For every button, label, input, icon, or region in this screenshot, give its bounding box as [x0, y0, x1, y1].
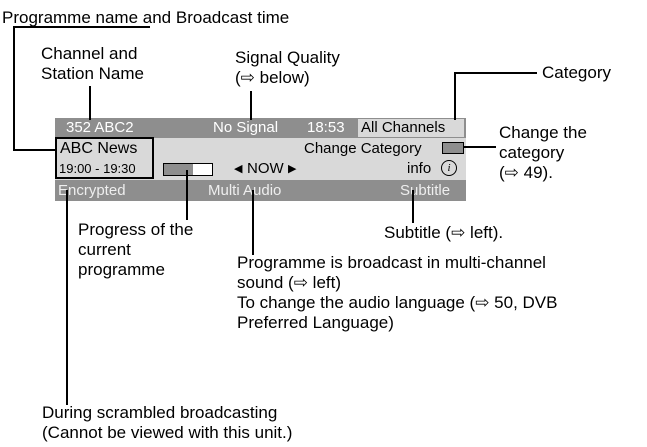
osd-programme-box: [55, 137, 154, 179]
osd-multi-audio: Multi Audio: [208, 182, 282, 199]
osd-programme-time: 19:00 - 19:30: [59, 161, 136, 176]
annotation-subtitle: Subtitle (⇨ left).: [384, 223, 504, 242]
annotation-change-category-line3: (⇨ 49).: [499, 163, 553, 182]
osd-category-box: [358, 119, 464, 137]
annotation-multi-audio-line3: To change the audio language (⇨ 50, DVB: [237, 293, 558, 312]
osd-info: info: [407, 160, 432, 177]
annotation-signal-quality-line2: (⇨ below): [235, 68, 310, 87]
osd-now: NOW: [247, 160, 284, 177]
annotation-multi-audio-line2: sound (⇨ left): [237, 273, 342, 292]
annotation-progress: Progress of the current programme: [78, 220, 193, 280]
annotation-signal-quality: Signal Quality (⇨ below): [235, 48, 340, 88]
osd-info-panel: [55, 138, 466, 180]
osd-encrypted: Encrypted: [58, 182, 126, 199]
annotation-change-category: Change the category (⇨ 49).: [499, 123, 587, 183]
leader-programme: [13, 26, 150, 151]
osd-channel: 352 ABC2: [66, 119, 134, 136]
osd-programme-name: ABC News: [60, 140, 138, 157]
osd-bottom-bar: [55, 180, 466, 201]
annotation-programme-name-time: Programme name and Broadcast time: [2, 8, 290, 27]
annotation-multi-audio: Programme is broadcast in multi-channel …: [237, 253, 557, 333]
osd-signal: No Signal: [213, 119, 279, 136]
osd-change-category: Change Category: [304, 140, 422, 157]
osd-category: All Channels: [361, 119, 446, 136]
info-icon: i: [441, 160, 457, 176]
annotation-multi-audio-line1: Programme is broadcast in multi-channel: [237, 253, 546, 272]
annotation-scrambled: During scrambled broadcasting (Cannot be…: [42, 403, 292, 443]
osd-progress-fill: [164, 164, 193, 175]
annotation-progress-line3: programme: [78, 260, 165, 279]
osd-time: 18:53: [307, 119, 345, 136]
annotation-progress-line1: Progress of the: [78, 220, 194, 239]
annotation-change-category-line1: Change the: [499, 123, 587, 142]
annotation-change-category-line2: category: [499, 143, 565, 162]
annotation-scrambled-line2: (Cannot be viewed with this unit.): [42, 423, 293, 442]
annotation-scrambled-line1: During scrambled broadcasting: [42, 403, 278, 422]
annotation-progress-line2: current: [78, 240, 131, 259]
annotation-channel-station-line1: Channel and: [41, 44, 138, 63]
annotation-channel-station: Channel and Station Name: [41, 44, 144, 84]
annotation-signal-quality-line1: Signal Quality: [235, 48, 340, 67]
annotation-category: Category: [542, 63, 611, 82]
osd-next-arrow-icon: ▶: [288, 163, 297, 175]
annotation-multi-audio-line4: Preferred Language): [237, 313, 394, 332]
leader-category: [454, 72, 537, 120]
annotation-channel-station-line2: Station Name: [41, 64, 144, 83]
osd-prev-arrow-icon: ◀: [234, 163, 243, 175]
